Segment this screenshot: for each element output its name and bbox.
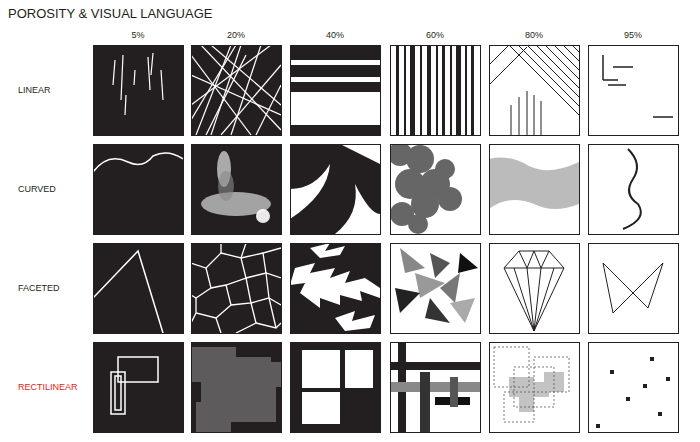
curved-tile — [390, 144, 480, 234]
curved-tile — [93, 144, 183, 234]
column-header: 20% — [227, 31, 245, 40]
row-label: FACETED — [18, 284, 60, 293]
rectilinear-tile — [191, 342, 281, 432]
faceted-tile — [390, 243, 480, 333]
curved-tile — [290, 144, 380, 234]
chart-title: POROSITY & VISUAL LANGUAGE — [8, 7, 212, 20]
linear-tile — [290, 45, 380, 135]
column-header: 95% — [624, 31, 642, 40]
linear-tile — [588, 45, 678, 135]
rectilinear-tile — [390, 342, 480, 432]
faceted-tile — [93, 243, 183, 333]
curved-tile — [588, 144, 678, 234]
curved-tile — [191, 144, 281, 234]
faceted-tile — [290, 243, 380, 333]
column-header: 60% — [426, 31, 444, 40]
rectilinear-tile — [489, 342, 579, 432]
rectilinear-tile — [588, 342, 678, 432]
linear-tile — [93, 45, 183, 135]
tile-borders — [94, 46, 679, 433]
linear-tile — [390, 45, 480, 135]
row-label: LINEAR — [18, 86, 51, 95]
faceted-tile — [489, 243, 579, 333]
rectilinear-tile — [290, 342, 380, 432]
column-header: 80% — [525, 31, 543, 40]
column-header: 40% — [326, 31, 344, 40]
linear-tile — [489, 45, 579, 135]
row-label: RECTILINEAR — [18, 383, 78, 392]
rectilinear-tile — [93, 342, 183, 432]
linear-tile — [191, 45, 281, 135]
column-header: 5% — [131, 31, 144, 40]
row-label: CURVED — [18, 185, 56, 194]
faceted-tile — [191, 243, 281, 333]
curved-tile — [489, 144, 579, 234]
faceted-tile — [588, 243, 678, 333]
